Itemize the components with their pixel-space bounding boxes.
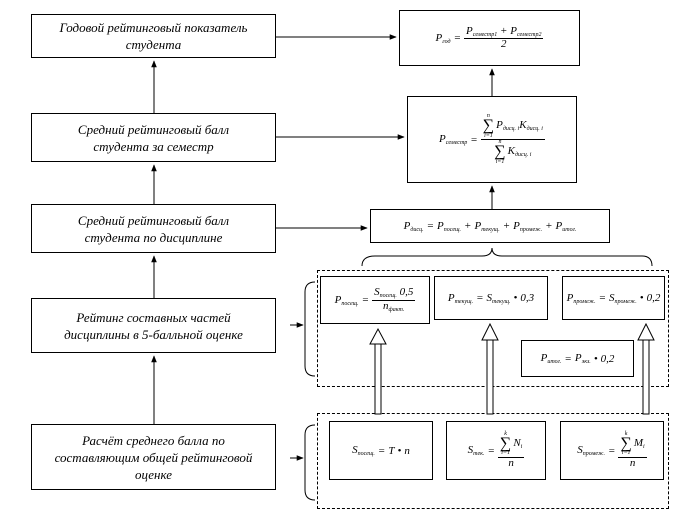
discipline-formula-box: Pдисц.= Pпосещ.+ Pтекущ.+ Pпромеж.+ Pито… [370, 209, 610, 243]
annual-rating-label: Годовой рейтинговый показатель студента [59, 20, 248, 52]
semester-formula-box: Pсеместр = n∑i=1 Pдисц. iKдисц. i n∑i=1 … [407, 96, 577, 183]
attendance-formula: Pпосещ.= Sпосещ. 0,5 nфакт. [334, 286, 416, 313]
semester-rating-label: Средний рейтинговый балл студента за сем… [77, 121, 230, 154]
bracket-average [304, 424, 316, 501]
brace-components [361, 247, 653, 267]
bracket-parts [304, 281, 316, 377]
interim-formula: Pпромеж.= Sпромеж.•0,2 [566, 291, 661, 305]
attendance-formula-box: Pпосещ.= Sпосещ. 0,5 nфакт. [320, 276, 430, 324]
s-current-formula: Sтек.= k∑i=1 Ni n [467, 430, 525, 469]
final-formula-box: Pитог.= Pэкз.•0,2 [521, 340, 634, 377]
s-attendance-formula-box: Sпосещ.= T•n [329, 421, 433, 480]
current-formula: Pтекущ.= Sтекущ.•0,3 [447, 291, 535, 305]
semester-rating-box: Средний рейтинговый балл студента за сем… [31, 113, 276, 162]
current-formula-box: Pтекущ.= Sтекущ.•0,3 [434, 276, 548, 320]
annual-formula-box: Pгод = Pсеместр1 + Pсеместр2 2 [399, 10, 580, 66]
s-interim-formula-box: Sпромеж.= k∑i=1 Mi n [560, 421, 664, 480]
discipline-rating-label: Средний рейтинговый балл студента по дис… [77, 212, 230, 245]
annual-formula: Pгод = Pсеместр1 + Pсеместр2 2 [435, 24, 544, 50]
interim-formula-box: Pпромеж.= Sпромеж.•0,2 [562, 276, 665, 320]
hollow-arrow-attendance [369, 327, 387, 415]
parts-rating-label: Рейтинг составных частей дисциплины в 5-… [64, 309, 243, 342]
hollow-arrow-interim [637, 322, 655, 415]
discipline-rating-box: Средний рейтинговый балл студента по дис… [31, 204, 276, 253]
s-current-formula-box: Sтек.= k∑i=1 Ni n [446, 421, 546, 480]
discipline-formula: Pдисц.= Pпосещ.+ Pтекущ.+ Pпромеж.+ Pито… [403, 219, 577, 233]
s-interim-formula: Sпромеж.= k∑i=1 Mi n [577, 430, 647, 469]
parts-rating-box: Рейтинг составных частей дисциплины в 5-… [31, 298, 276, 353]
hollow-arrow-current [481, 322, 499, 415]
average-score-box: Расчёт среднего балла по составляющим об… [31, 424, 276, 490]
s-attendance-formula: Sпосещ.= T•n [352, 444, 410, 457]
final-formula: Pитог.= Pэкз.•0,2 [540, 352, 615, 365]
annual-rating-box: Годовой рейтинговый показатель студента [31, 14, 276, 58]
average-score-label: Расчёт среднего балла по составляющим об… [54, 432, 253, 482]
semester-formula: Pсеместр = n∑i=1 Pдисц. iKдисц. i n∑i=1 … [439, 112, 545, 165]
